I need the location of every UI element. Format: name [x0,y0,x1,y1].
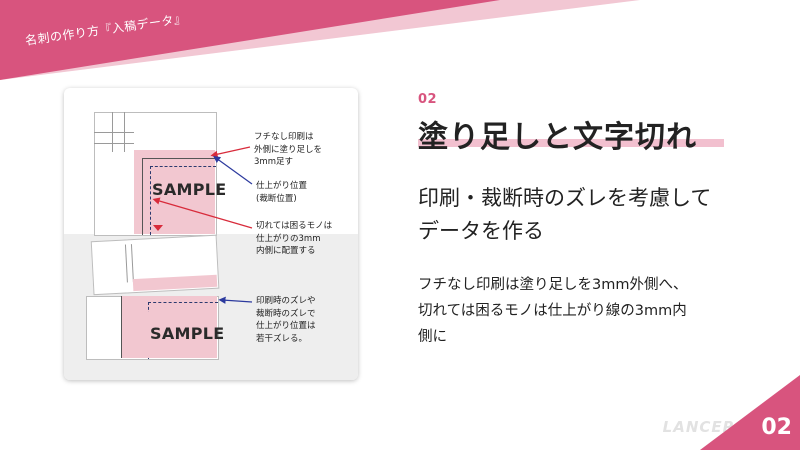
arrow-bleed [210,146,251,158]
arrow-trim [213,155,253,185]
crop-mark [94,132,134,133]
crop-mark [112,112,113,152]
note-shift: 印刷時のズレや裁断時のズレで仕上がり位置は若干ズレる。 [256,296,316,344]
cut-line [121,296,122,358]
arrow-shift [218,296,253,304]
page-title: 塗り足しと文字切れ [418,120,697,155]
sample-box [144,312,217,358]
crop-mark [94,143,134,144]
bleed-area [134,150,215,234]
section-number: 02 [418,92,438,107]
body-text: フチなし印刷は塗り足しを3mm外側へ、 切れては困るモノは仕上がり線の3mm内 … [418,277,688,345]
note-trim-position: 仕上がり位置(裁断位置) [256,181,308,204]
page-number: 02 [761,415,792,440]
arrow-safe [152,197,253,229]
crop-mark [124,112,125,152]
down-arrow-icon [153,225,163,231]
sample-text-top: SAMPLE [152,180,227,199]
title-wrap: 塗り足しと文字切れ [418,112,724,156]
trim-line [142,158,216,235]
subtitle: 印刷・裁断時のズレを考慮して データを作る [418,186,712,243]
illustration-card: SAMPLE SAMPLE [64,88,358,380]
safe-line [150,166,216,235]
sample-text-bottom: SAMPLE [150,324,225,343]
title-highlight [418,139,724,147]
